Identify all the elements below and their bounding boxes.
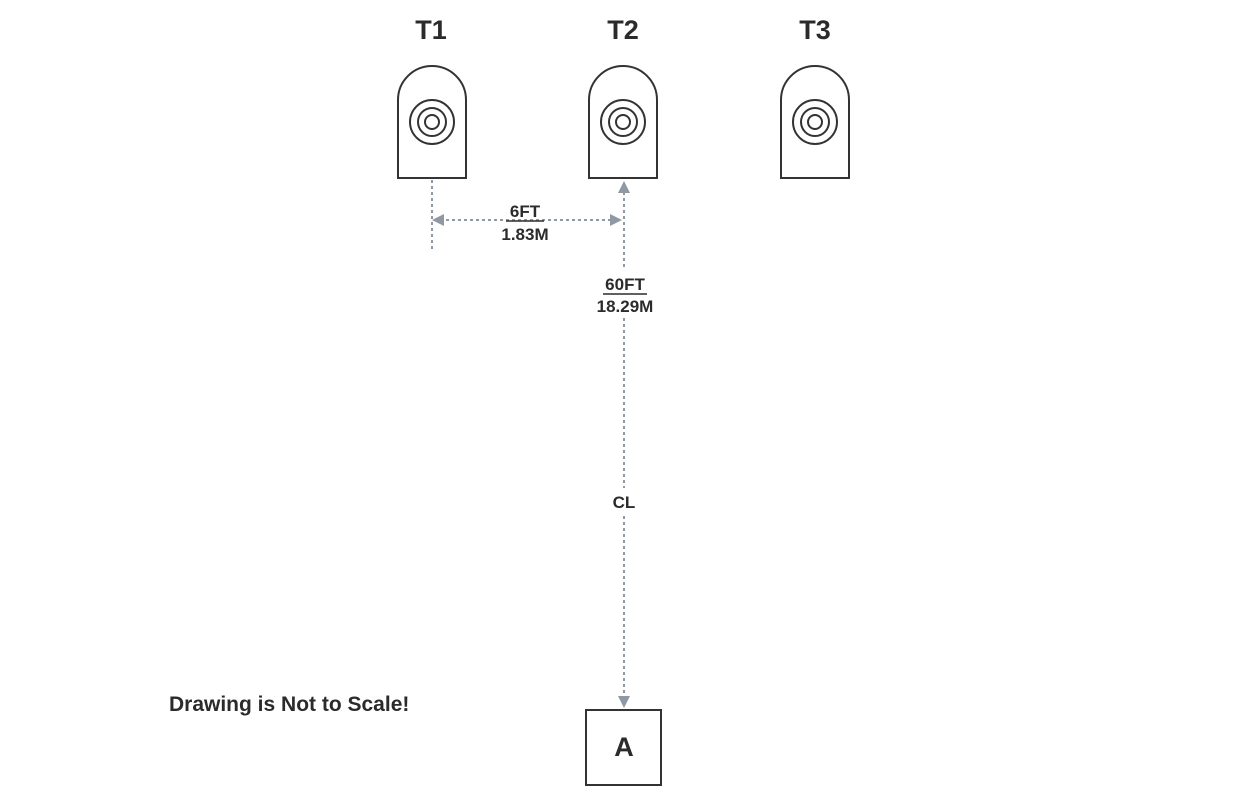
- station-label: A: [614, 732, 634, 762]
- target-rings-icon: [792, 99, 838, 145]
- target-label-t2: T2: [607, 15, 639, 45]
- spacing-dimension-primary: 6FT: [510, 202, 541, 221]
- arrow-down-icon: [618, 696, 630, 708]
- spacing-dimension-line: [432, 214, 622, 226]
- target-label-t1: T1: [415, 15, 447, 45]
- spacing-dimension-secondary: 1.83M: [501, 225, 548, 244]
- arrow-left-icon: [432, 214, 444, 226]
- arrow-up-icon: [618, 181, 630, 193]
- target-t3: [780, 65, 850, 179]
- centerline: [618, 181, 630, 708]
- target-rings-icon: [409, 99, 455, 145]
- target-t1: [397, 65, 467, 179]
- range-dimension-primary: 60FT: [605, 275, 645, 294]
- target-label-t3: T3: [799, 15, 831, 45]
- target-rings-icon: [600, 99, 646, 145]
- range-dimension-secondary: 18.29M: [597, 297, 654, 316]
- target-t2: [588, 65, 658, 179]
- centerline-label: CL: [613, 493, 636, 512]
- station-a: A: [585, 709, 662, 786]
- arrow-right-icon: [610, 214, 622, 226]
- scale-note: Drawing is Not to Scale!: [169, 693, 409, 716]
